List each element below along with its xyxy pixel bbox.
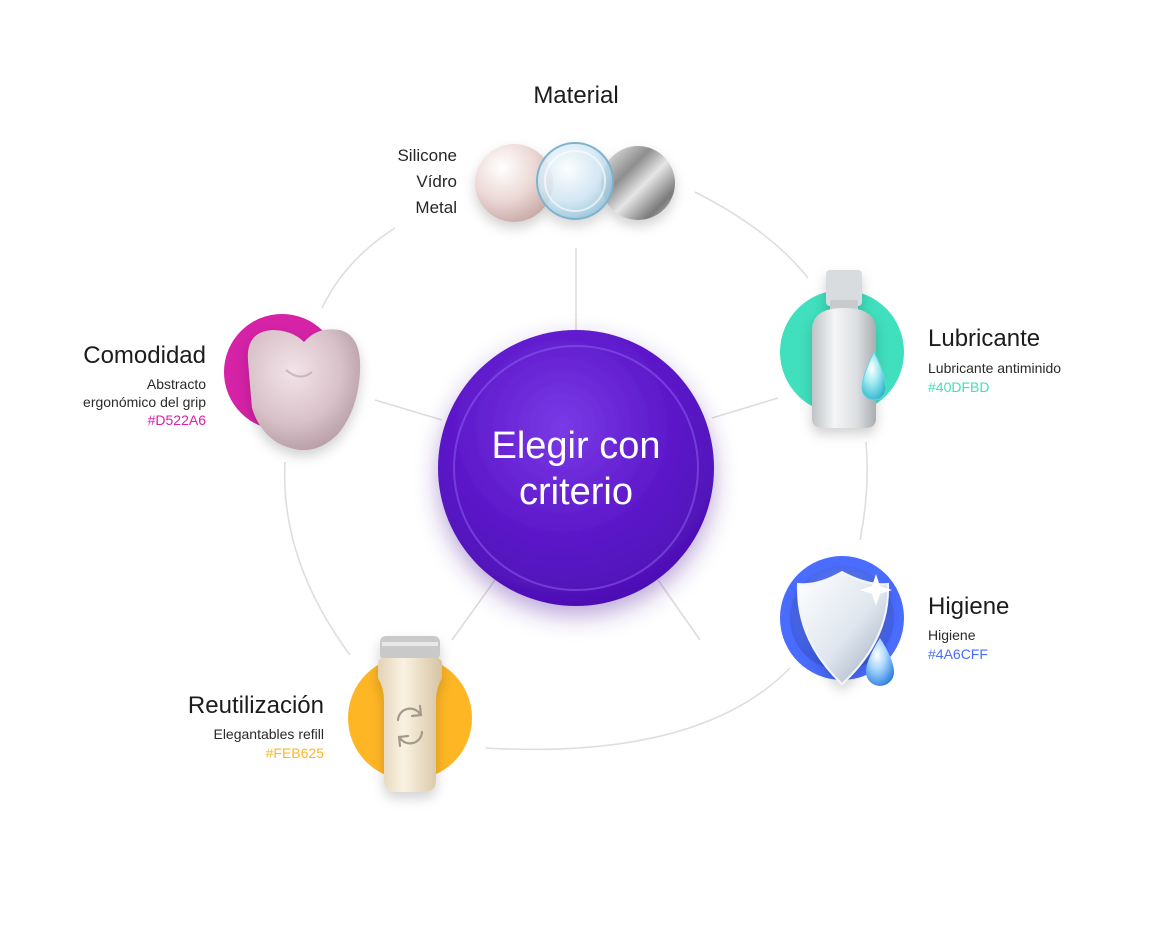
ring-arc-right — [859, 441, 868, 541]
material-title: Material — [533, 82, 619, 109]
glass-swatch — [536, 142, 614, 220]
lubricante-subtitle: Lubricante antiminido — [928, 360, 1062, 376]
ring-arc-top-right — [694, 191, 809, 279]
comodidad-title: Comodidad — [83, 342, 206, 369]
metal-swatch — [601, 146, 675, 220]
silicone-swatch — [475, 144, 553, 222]
material-item-vidro: Vídro — [416, 172, 457, 191]
center-label-line2: criterio — [518, 471, 633, 513]
reutilizacion-subtitle: Elegantables refill — [213, 726, 324, 742]
water-drop-icon — [866, 638, 894, 686]
center-label: Elegir con criterio — [438, 338, 714, 600]
material-item-metal: Metal — [415, 198, 457, 217]
reutilizacion-title: Reutilización — [187, 692, 324, 719]
higiene-subtitle: Higiene — [928, 627, 976, 643]
center-label-line1: Elegir con — [491, 425, 661, 467]
sparkle-icon — [860, 574, 892, 606]
comodidad-subtitle-line1: Abstracto — [146, 376, 206, 392]
refill-icon — [396, 704, 424, 748]
lubricante-icon — [780, 270, 904, 428]
comodidad-subtitle-line2: ergonómico del grip — [83, 394, 206, 410]
ring-arc-bottom-left — [283, 461, 351, 656]
higiene-title: Higiene — [928, 593, 1010, 620]
ring-arc-top-left — [321, 227, 396, 309]
ring-arc-bottom-right — [484, 667, 791, 751]
lubricant-drop-icon — [861, 350, 887, 401]
comodidad-hex: #D522A6 — [147, 412, 206, 428]
material-swatches — [475, 142, 675, 222]
spokes — [374, 248, 779, 641]
comodidad-icon — [224, 314, 361, 451]
shield-icon — [796, 570, 890, 686]
reutilizacion-icon — [348, 636, 472, 792]
reutilizacion-hex: #FEB625 — [265, 745, 324, 761]
spoke-comodidad — [374, 399, 443, 421]
spoke-reutilizacion — [451, 579, 496, 641]
material-items: Silicone Vídro Metal — [357, 143, 457, 221]
material-item-silicone: Silicone — [397, 146, 457, 165]
lubricante-hex: #40DFBD — [928, 379, 990, 395]
higiene-hex: #4A6CFF — [928, 646, 988, 662]
center-node — [438, 330, 714, 606]
lubricante-title: Lubricante — [928, 325, 1041, 352]
ergonomic-grip-shape — [247, 329, 361, 451]
higiene-icon — [780, 556, 904, 686]
outer-ring — [283, 191, 868, 751]
spoke-higiene — [657, 579, 701, 641]
spoke-lubricante — [711, 397, 779, 419]
